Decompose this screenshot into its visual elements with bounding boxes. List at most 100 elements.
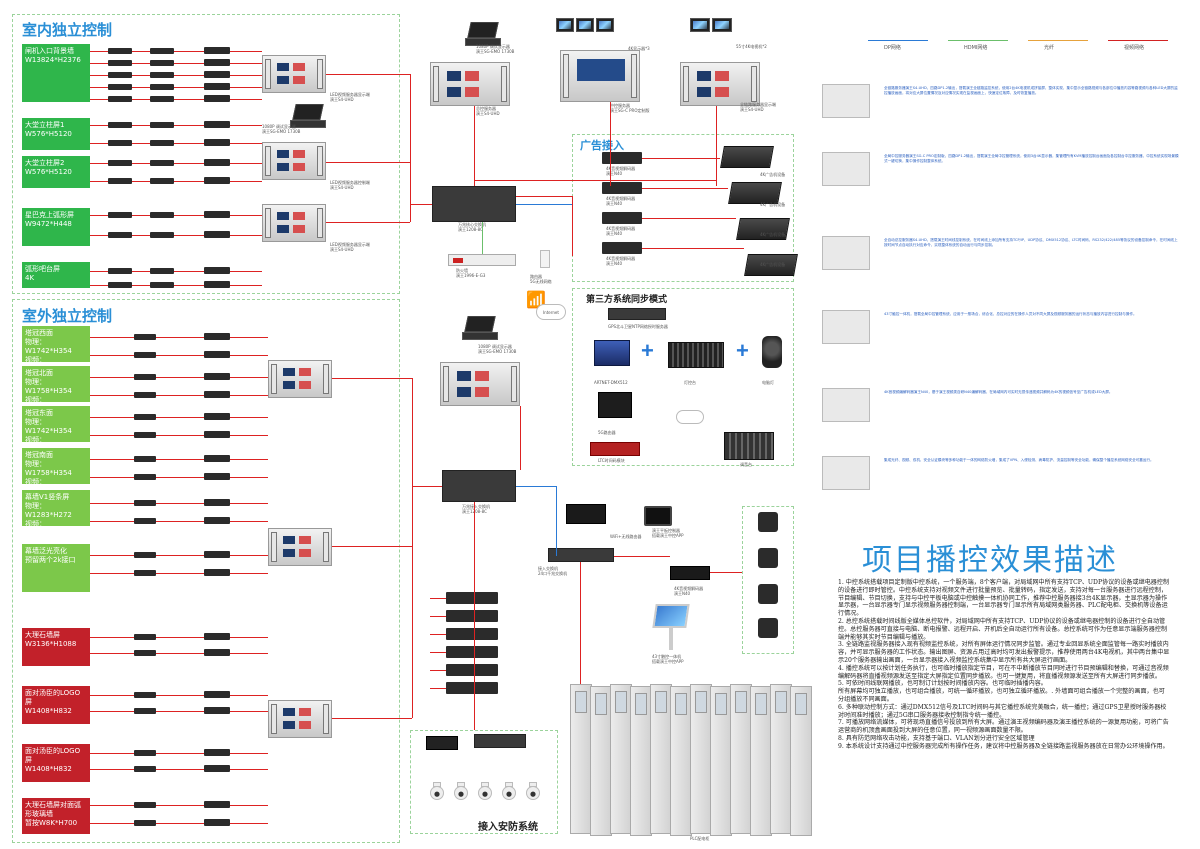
internet-label: Internet: [543, 310, 559, 315]
signal-line: [156, 503, 204, 504]
plc-cabinet: [590, 686, 612, 836]
plc-cabinet: [790, 686, 812, 836]
desc-thumbnail: [822, 152, 870, 186]
connection-line: [332, 378, 412, 379]
receiver-device: [134, 414, 156, 420]
connection-line: [516, 204, 572, 205]
screen-physical: 物理：W1742*H354: [25, 418, 72, 435]
signal-line: [90, 653, 134, 654]
receiver-device: [108, 140, 132, 146]
connection-line: [410, 204, 432, 205]
connection-line: [520, 406, 521, 470]
signal-line: [90, 435, 134, 436]
signal-line: [132, 235, 150, 236]
splitter-device: [204, 691, 230, 698]
monitor1-label: 4K显示器*3: [628, 46, 650, 51]
splitter-device: [204, 83, 230, 90]
screen-res: W1408*H832: [25, 707, 72, 715]
signal-line: [156, 417, 204, 418]
gps-label: GPS北斗卫星NTP网络授时服务器: [608, 324, 668, 329]
splitter-device: [204, 801, 230, 808]
signal-line: [174, 143, 204, 144]
ad-player-icon: [720, 146, 774, 168]
signal-line: [230, 805, 268, 806]
connection-line: [332, 546, 412, 547]
signal-line: [230, 285, 262, 286]
connection-line: [716, 106, 717, 186]
dvr-unit: [446, 628, 498, 640]
splitter-device: [204, 59, 230, 66]
signal-line: [132, 99, 150, 100]
splitter-device: [204, 633, 230, 640]
splitter-device: [204, 649, 230, 656]
cabinet-window: [695, 691, 707, 713]
signal-line: [90, 823, 134, 824]
cabinet-window: [735, 691, 747, 713]
splitter-device: [204, 351, 230, 358]
receiver-device: [108, 84, 132, 90]
receiver-device: [150, 232, 174, 238]
screen-physical: 物理：W1283*H272: [25, 502, 72, 519]
decoder-device: [602, 212, 642, 224]
signal-line: [132, 63, 150, 64]
signal-line: [642, 218, 736, 219]
led-server-indoor-2: [262, 142, 326, 180]
signal-line: [90, 75, 108, 76]
connection-line: [572, 196, 573, 256]
screen-physical: 物理：W1758*H354: [25, 378, 72, 395]
signal-line: [90, 477, 134, 478]
legend-arrow: [948, 40, 1008, 41]
receiver-device: [108, 160, 132, 166]
signal-line: [132, 143, 150, 144]
receiver-device: [150, 140, 174, 146]
receiver-device: [150, 72, 174, 78]
signal-line: [230, 163, 262, 164]
desc-thumbnail: [822, 236, 870, 270]
signal-line: [132, 181, 150, 182]
device-description: 4K音视频编解码器演王N40，基于演王视频类自研N40编解码器，在局域网内可实时…: [884, 390, 1113, 394]
connection-line: [556, 486, 557, 556]
signal-line: [156, 337, 204, 338]
signal-line: [156, 521, 204, 522]
laptop3-label: 1080P 调试显示器 演王SG-EMO 1730B: [478, 344, 517, 354]
plc-cabinet: [630, 686, 652, 836]
receiver-device: [108, 268, 132, 274]
screen-res: 暂按W8K*H700: [25, 819, 78, 827]
signal-line: [132, 163, 150, 164]
cabinet-window: [675, 693, 687, 715]
signal-line: [642, 248, 744, 249]
description-paragraph: 1. 中控系统搭载项目定制版中控系统，一个服务端，8个客户端，对局域网中所有支持…: [838, 579, 1170, 618]
access-switch-label: 万兆接入交换机 演王1208-8C: [462, 504, 490, 514]
connection-line: [326, 162, 410, 163]
indoor-screen-4: 星巴克上弧形屏 W9472*H448: [22, 208, 90, 246]
signal-line: [90, 417, 134, 418]
receiver-device: [134, 820, 156, 826]
signal-line: [156, 653, 204, 654]
receiver-device: [150, 122, 174, 128]
signal-line: [230, 75, 262, 76]
signal-line: [132, 271, 150, 272]
access-switch: [442, 470, 516, 502]
screen-physical: 物理：W1742*H354: [25, 338, 72, 355]
screen-name: 塔冠东面: [25, 409, 53, 417]
ltc-label: LTC时间码模块: [598, 458, 625, 463]
connection-line: [326, 74, 410, 75]
security-title: 接入安防系统: [478, 822, 538, 833]
nvr-keyboard: [426, 736, 458, 750]
signal-line: [230, 337, 268, 338]
signal-line: [156, 805, 204, 806]
indoor-screen-5: 弧形吧台屏 4K: [22, 262, 90, 288]
cabinet-window: [795, 693, 807, 715]
third-party-title: 第三方系统同步模式: [586, 295, 668, 305]
ad-section-title: 广告接入: [580, 139, 624, 152]
signal-line: [230, 477, 268, 478]
led-server-indoor-3: [262, 204, 326, 242]
access-24-label: 接入交换机 24口千兆交换机: [538, 566, 568, 576]
decoder-label: 4K音视频解码器 演王N40: [606, 256, 636, 266]
